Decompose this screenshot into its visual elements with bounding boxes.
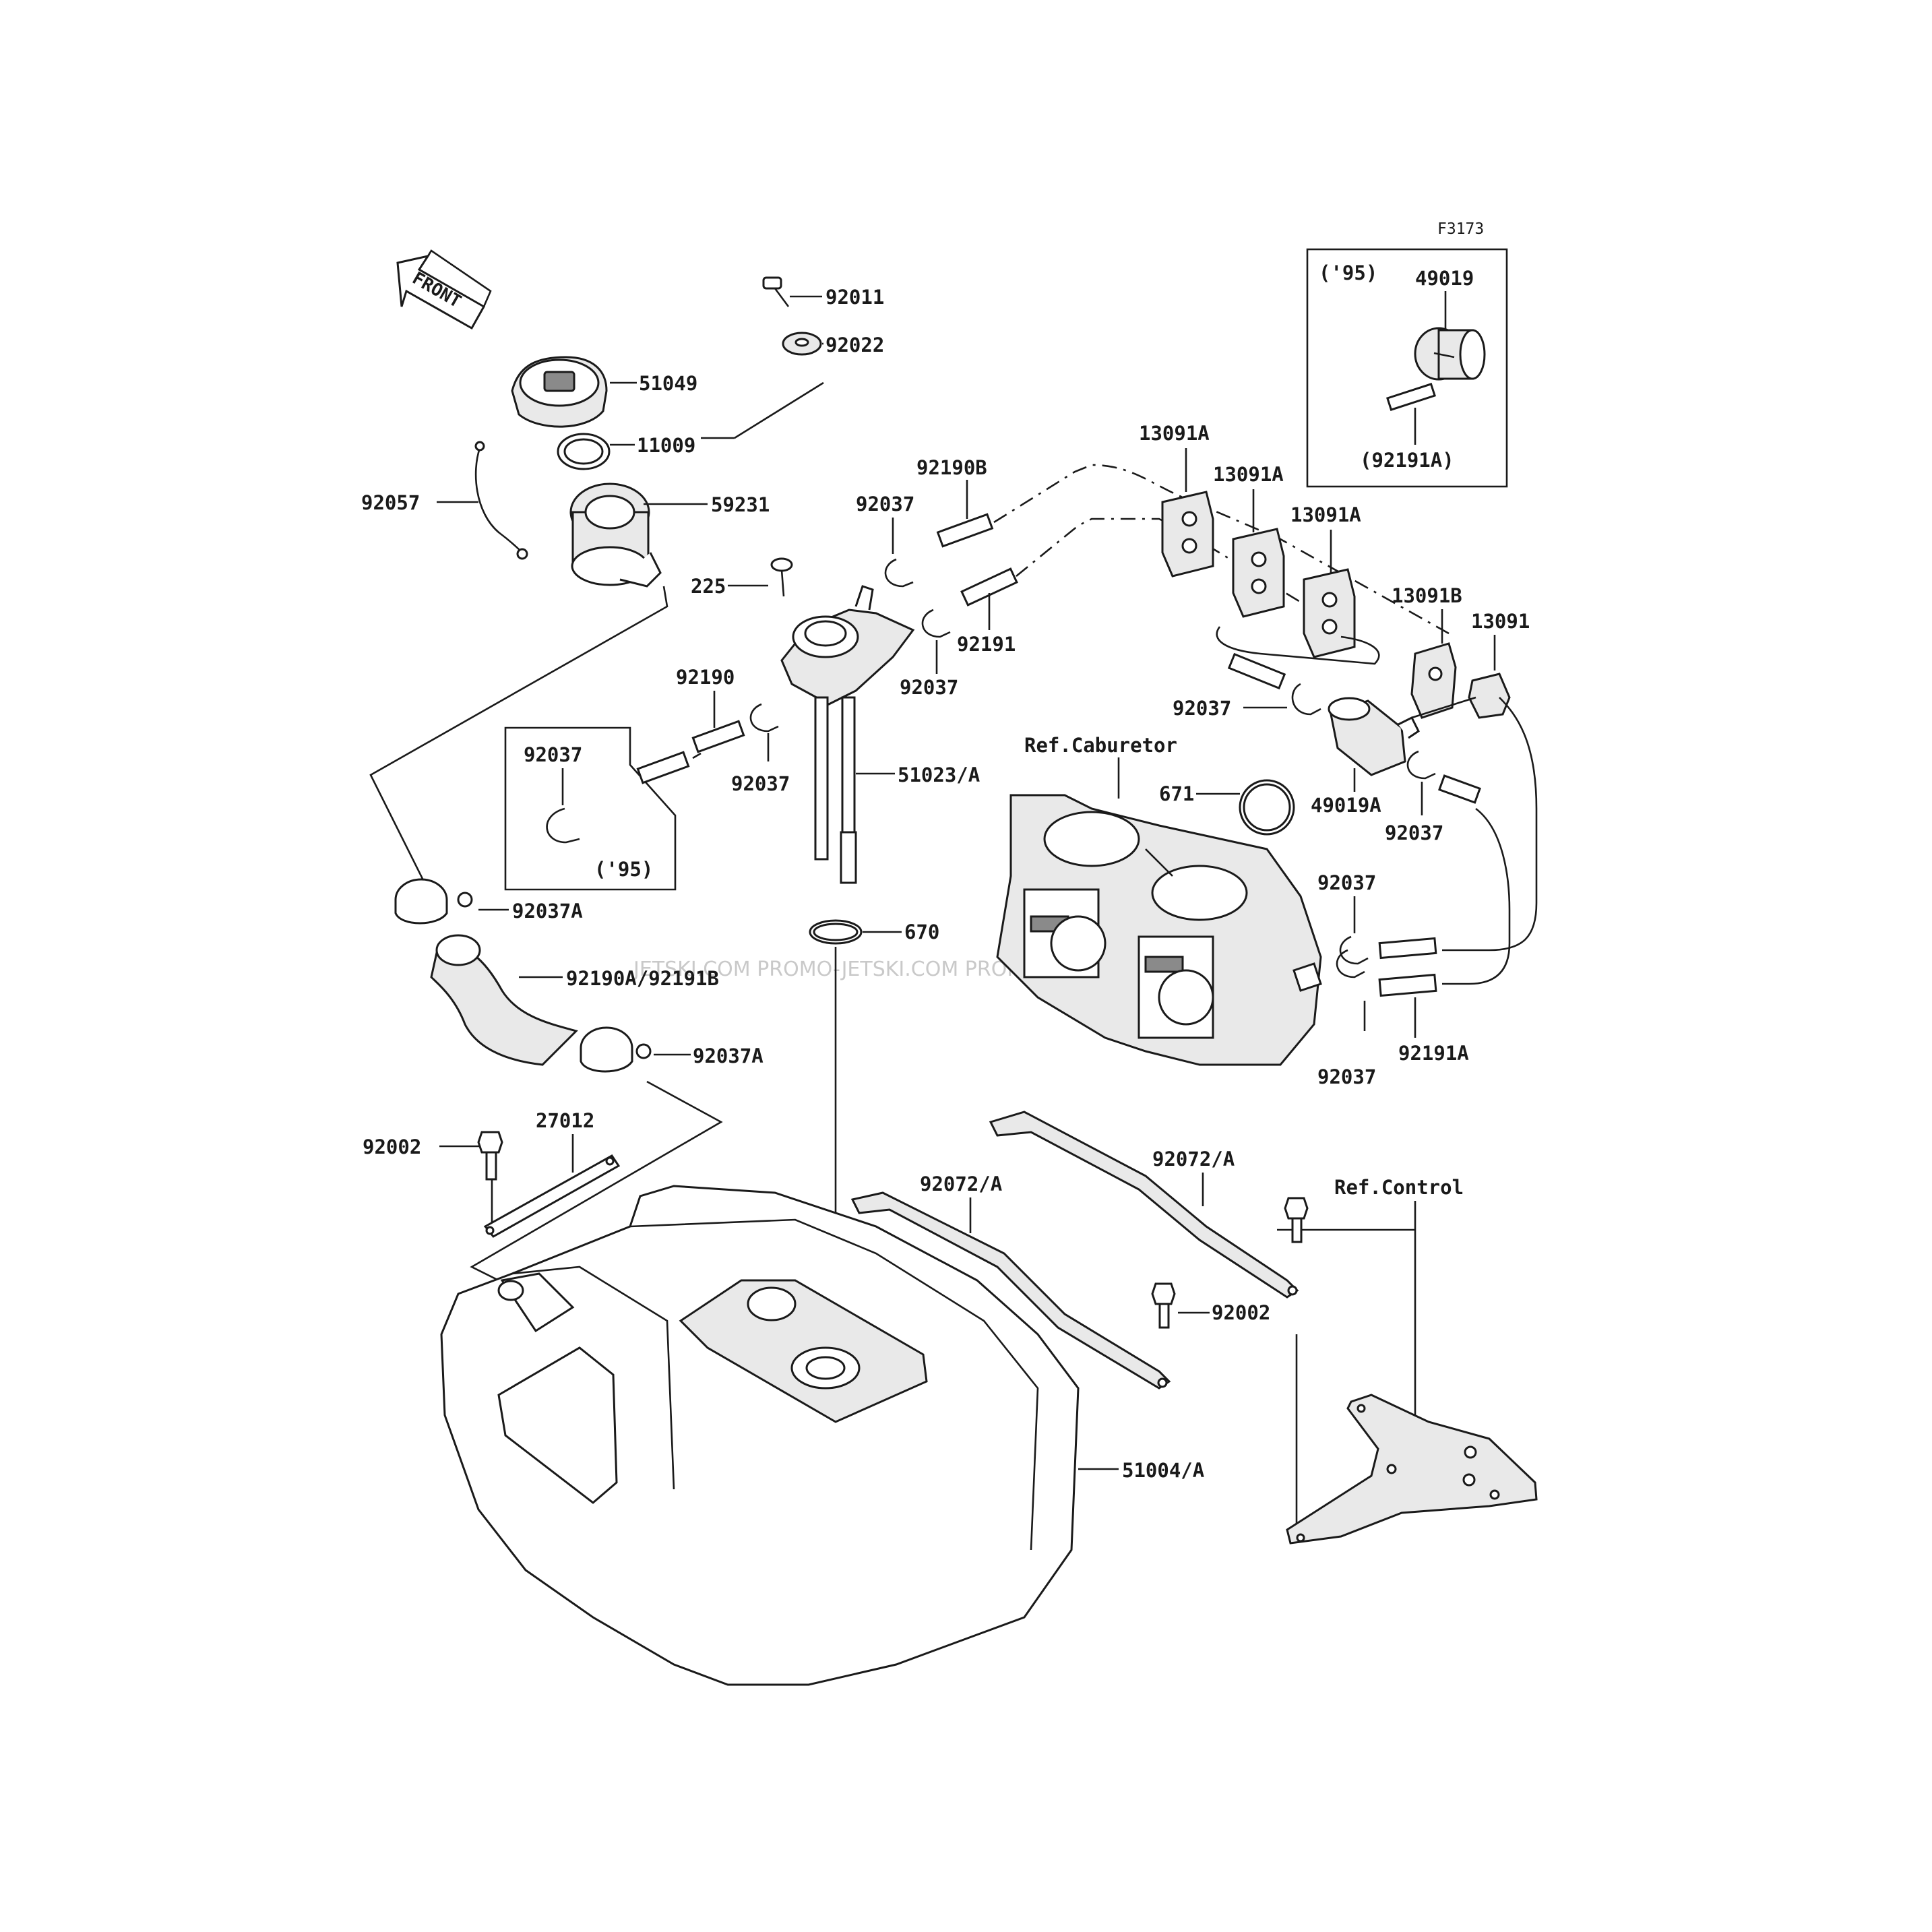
- label-671: 671: [1159, 782, 1194, 805]
- label-13091A-c: 13091A: [1290, 503, 1361, 526]
- label-13091B: 13091B: [1392, 584, 1462, 607]
- label-92191: 92191: [957, 633, 1016, 656]
- label-11009: 11009: [637, 434, 695, 457]
- clamp-13091A-b-icon: [1232, 528, 1285, 618]
- label-92037-e: 92037: [1385, 821, 1443, 844]
- label-27012: 27012: [536, 1109, 594, 1132]
- screw-icon: [762, 276, 790, 307]
- label-92037-f: 92037: [1317, 871, 1376, 894]
- fuel-filter-49019A-icon: [1328, 697, 1420, 776]
- label-13091A-a: 13091A: [1139, 422, 1210, 445]
- label-92002-b: 92002: [1212, 1301, 1270, 1324]
- hose-clamp-icon: [394, 878, 473, 925]
- label-92057: 92057: [361, 491, 420, 514]
- label-49019A: 49019A: [1311, 794, 1381, 817]
- fuel-valve-icon: [780, 585, 915, 884]
- oring-670-icon: [809, 919, 863, 945]
- ref-control: Ref.Control: [1334, 1176, 1464, 1199]
- screw-225-icon: [770, 557, 793, 597]
- oring-671-icon: [1239, 779, 1295, 836]
- hose-clamp-b-icon: [580, 1026, 652, 1073]
- label-51023A: 51023/A: [898, 764, 980, 786]
- inset-95-top-year: ('95): [1319, 261, 1377, 284]
- filler-hose-icon: [430, 934, 578, 1066]
- label-92190A-92191B: 92190A/92191B: [566, 967, 719, 990]
- label-92037-a: 92037: [856, 493, 914, 516]
- front-arrow-icon: FRONT: [396, 249, 492, 330]
- label-92191A: 92191A: [1398, 1042, 1469, 1065]
- label-225: 225: [691, 575, 726, 598]
- tank-band-b-icon: [989, 1111, 1299, 1299]
- label-92022: 92022: [825, 334, 884, 356]
- strap-icon: [483, 1154, 621, 1238]
- label-92072A-a: 92072/A: [920, 1173, 1002, 1195]
- inset-95-top-subpart: (92191A): [1360, 449, 1454, 472]
- washer-icon: [782, 332, 822, 356]
- ref-carburetor: Ref.Caburetor: [1024, 734, 1177, 757]
- inset-95-top: ('95) 49019 (92191A): [1306, 248, 1508, 488]
- inset-95-left-part: 92037: [524, 743, 582, 766]
- label-51049: 51049: [639, 372, 697, 395]
- inset-95-left-year: ('95): [594, 858, 653, 881]
- tank-band-a-icon: [850, 1191, 1171, 1390]
- label-92011: 92011: [825, 286, 884, 309]
- label-92190B: 92190B: [916, 456, 987, 479]
- fuel-filter-icon: [1414, 327, 1486, 381]
- bolt-c-icon: [1284, 1197, 1309, 1243]
- control-bracket-icon: [1286, 1394, 1538, 1545]
- clamp-13091A-a-icon: [1161, 491, 1214, 578]
- figure-code: F3173: [1437, 220, 1484, 238]
- label-13091A-b: 13091A: [1213, 463, 1284, 486]
- tether-cord-icon: [474, 441, 528, 560]
- label-59231: 59231: [711, 493, 770, 516]
- label-13091: 13091: [1471, 610, 1530, 633]
- label-92072A-b: 92072/A: [1152, 1148, 1235, 1171]
- clamp-13091-icon: [1468, 673, 1511, 719]
- oring-icon: [557, 433, 611, 470]
- label-670: 670: [904, 921, 939, 943]
- inset-95-left: 92037 ('95): [504, 726, 677, 891]
- fuel-cap-icon: [511, 356, 608, 428]
- bolt-icon: [477, 1131, 503, 1181]
- label-92190: 92190: [676, 666, 735, 689]
- label-92037-c: 92037: [731, 772, 790, 795]
- inset-95-top-part: 49019: [1415, 267, 1474, 290]
- clamp-13091B-icon: [1410, 642, 1457, 719]
- bolt-b-icon: [1151, 1282, 1176, 1329]
- label-92037A-b: 92037A: [693, 1045, 764, 1067]
- label-92002-a: 92002: [363, 1135, 421, 1158]
- label-92037A-a: 92037A: [512, 900, 583, 923]
- carburetor-icon: [996, 794, 1322, 1066]
- label-51004A: 51004/A: [1122, 1459, 1204, 1482]
- fuel-tank-icon: [440, 1185, 1080, 1686]
- label-92037-b: 92037: [900, 676, 958, 699]
- filler-neck-icon: [569, 482, 662, 588]
- clamp-13091A-c-icon: [1303, 568, 1356, 658]
- label-92037-d: 92037: [1173, 697, 1231, 720]
- label-92037-g: 92037: [1317, 1065, 1376, 1088]
